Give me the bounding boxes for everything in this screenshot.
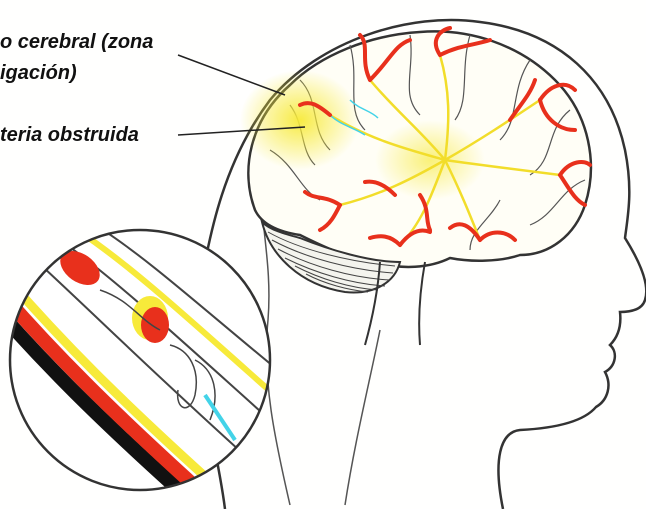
artery-magnifier (0, 220, 290, 509)
label-infarct-line2: igación) (0, 61, 77, 85)
label-infarct-line1: o cerebral (zona (0, 30, 153, 54)
label-obstructed-artery: teria obstruida (0, 123, 139, 147)
leader-line-infarct (178, 55, 285, 95)
neck-line (345, 330, 380, 505)
